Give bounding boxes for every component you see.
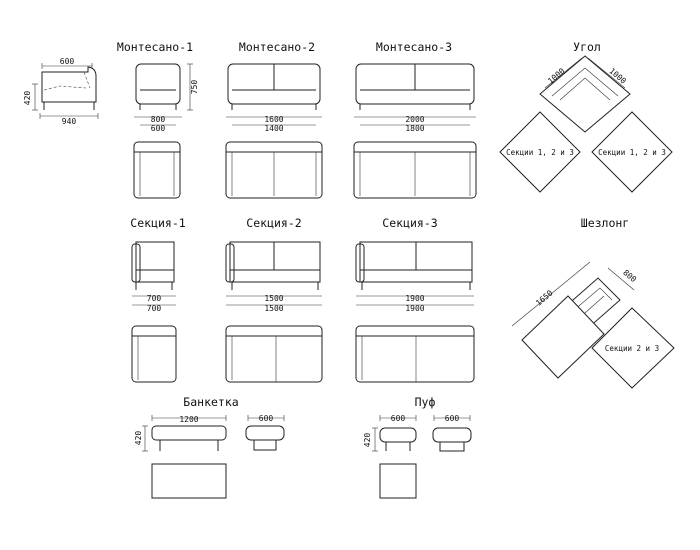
chaise-long-dim: 1650 [534,288,555,307]
s2-a-label: 1500 [264,294,283,303]
title-section-2: Секция-2 [246,216,301,230]
side-height-label: 420 [23,91,32,106]
section-2-group: Секция-2 1500 1500 [225,216,323,383]
corner-right-note: Секции 1, 2 и 3 [598,148,666,157]
pouf-height-label: 420 [363,433,372,448]
banquette-group: Банкетка 1200 420 600 [134,395,285,499]
m1-outer-label: 800 [151,115,166,124]
corner-left-note: Секции 1, 2 и 3 [506,148,574,157]
side-depth-label: 600 [60,57,75,66]
s2-b-label: 1500 [264,304,283,313]
banq-height-label: 420 [134,431,143,446]
s3-a-label: 1900 [405,294,424,303]
corner-left-dim: 1000 [546,66,567,85]
section-3-group: Секция-3 1900 1900 [355,216,475,383]
s3-b-label: 1900 [405,304,424,313]
montesano-2-group: Монтесано-2 1600 1400 [225,40,323,199]
montesano-3-group: Монтесано-3 2000 1800 [353,40,477,199]
chaise-note: Секции 2 и 3 [605,344,659,353]
title-montesano-3: Монтесано-3 [376,40,452,54]
title-chaise: Шезлонг [581,216,629,230]
pouf-group: Пуф 600 420 600 [363,395,472,499]
banq-side-label: 600 [259,414,274,423]
title-banquette: Банкетка [183,395,238,409]
title-pouf: Пуф [415,395,436,409]
m3-outer-label: 2000 [405,115,424,124]
m2-inner-label: 1400 [264,124,283,133]
title-section-1: Секция-1 [130,216,185,230]
chaise-group: Шезлонг 1650 800 Секции 2 и 3 [511,216,675,389]
title-montesano-2: Монтесано-2 [239,40,315,54]
side-view-sofa: 600 940 420 [23,57,99,126]
banq-width-label: 1200 [179,415,198,424]
montesano-1-group: Монтесано-1 750 800 600 [117,40,199,199]
section-1-group: Секция-1 700 700 [130,216,186,383]
chaise-short-dim: 800 [621,268,638,284]
pouf-width-label: 600 [391,414,406,423]
montesano-height-label: 750 [190,80,199,95]
title-montesano-1: Монтесано-1 [117,40,193,54]
s1-b-label: 700 [147,304,162,313]
s1-a-label: 700 [147,294,162,303]
m2-outer-label: 1600 [264,115,283,124]
pouf-side-label: 600 [445,414,460,423]
m1-inner-label: 600 [151,124,166,133]
m3-inner-label: 1800 [405,124,424,133]
title-section-3: Секция-3 [382,216,437,230]
title-corner: Угол [573,40,601,54]
side-width-label: 940 [62,117,77,126]
corner-group: Угол 1000 1000 Секции 1, 2 и 3 Секции 1,… [499,40,673,193]
